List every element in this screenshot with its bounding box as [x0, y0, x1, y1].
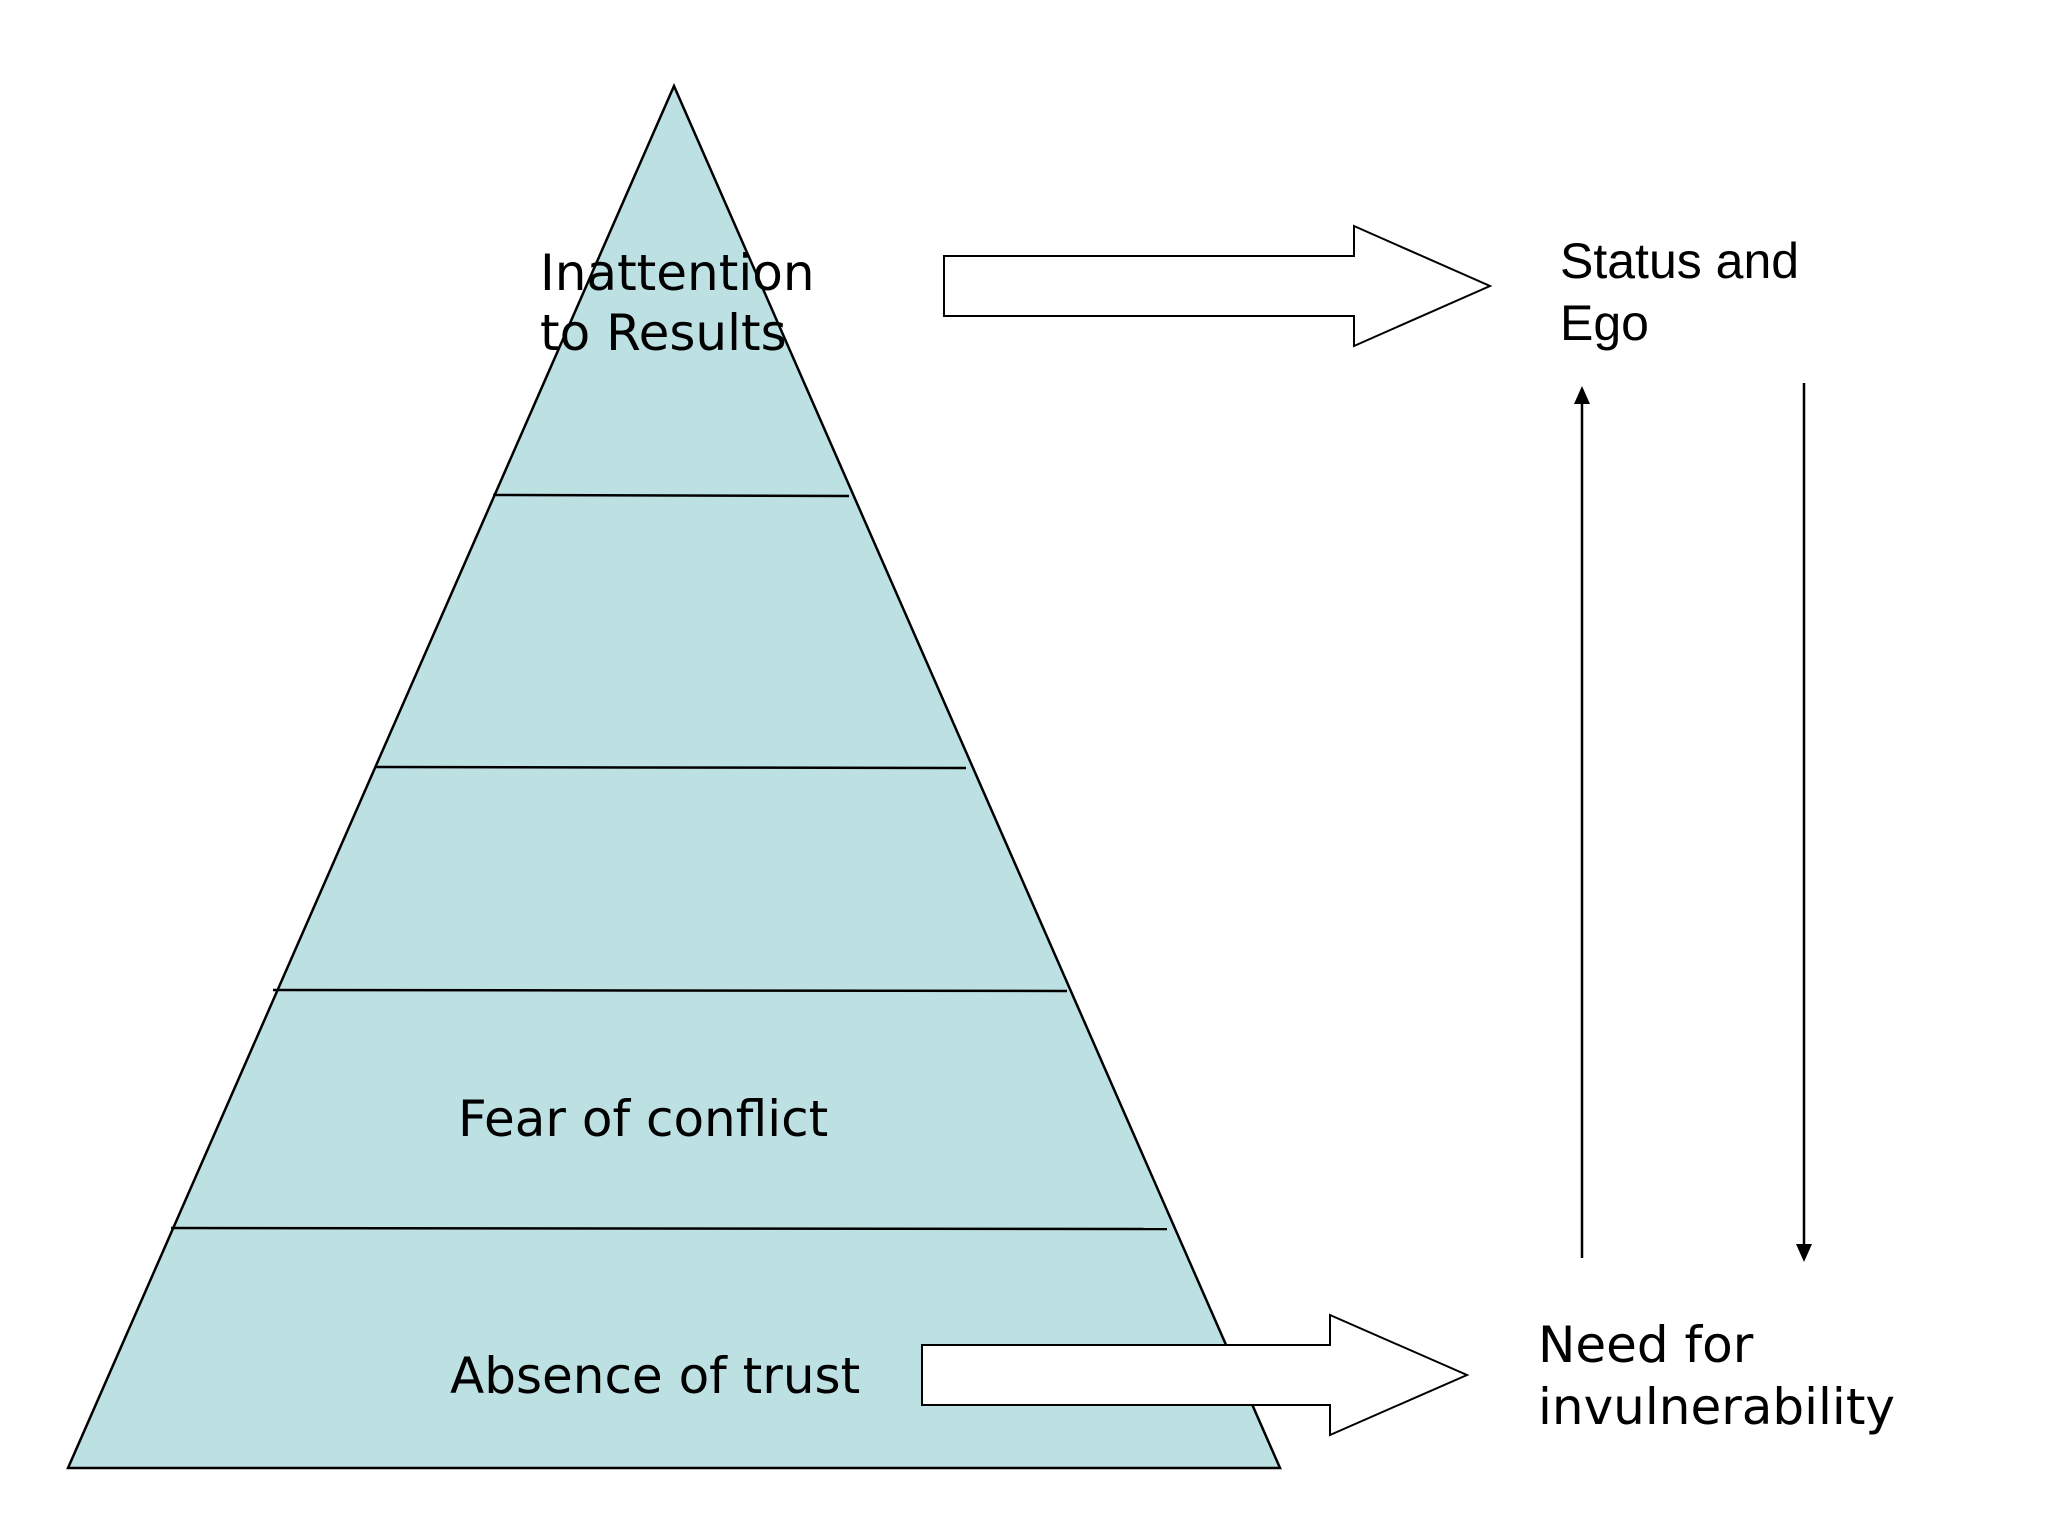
pyramid-divider-1 — [492, 493, 850, 498]
pyramid-divider-4 — [170, 1226, 1168, 1231]
status-label-line-1: Status and — [1560, 233, 1799, 289]
level-1-label-line-2: to Results — [540, 304, 787, 362]
need-label-line-2: invulnerability — [1538, 1378, 1895, 1436]
bottom-block-arrow — [921, 1313, 1470, 1437]
up-arrowhead — [1574, 386, 1590, 404]
level-5-label: Absence of trust — [450, 1347, 860, 1405]
level-4-label: Fear of conflict — [458, 1090, 828, 1148]
need-label-line-1: Need for — [1538, 1316, 1754, 1374]
level-1-label-line-1: Inattention — [540, 244, 815, 302]
pyramid — [66, 82, 1282, 1470]
top-block-arrow — [943, 224, 1493, 348]
pyramid-divider-2 — [374, 765, 967, 770]
pyramid-divider-3 — [272, 988, 1068, 993]
status-label-line-2: Ego — [1560, 295, 1649, 351]
down-arrowhead — [1796, 1244, 1812, 1262]
